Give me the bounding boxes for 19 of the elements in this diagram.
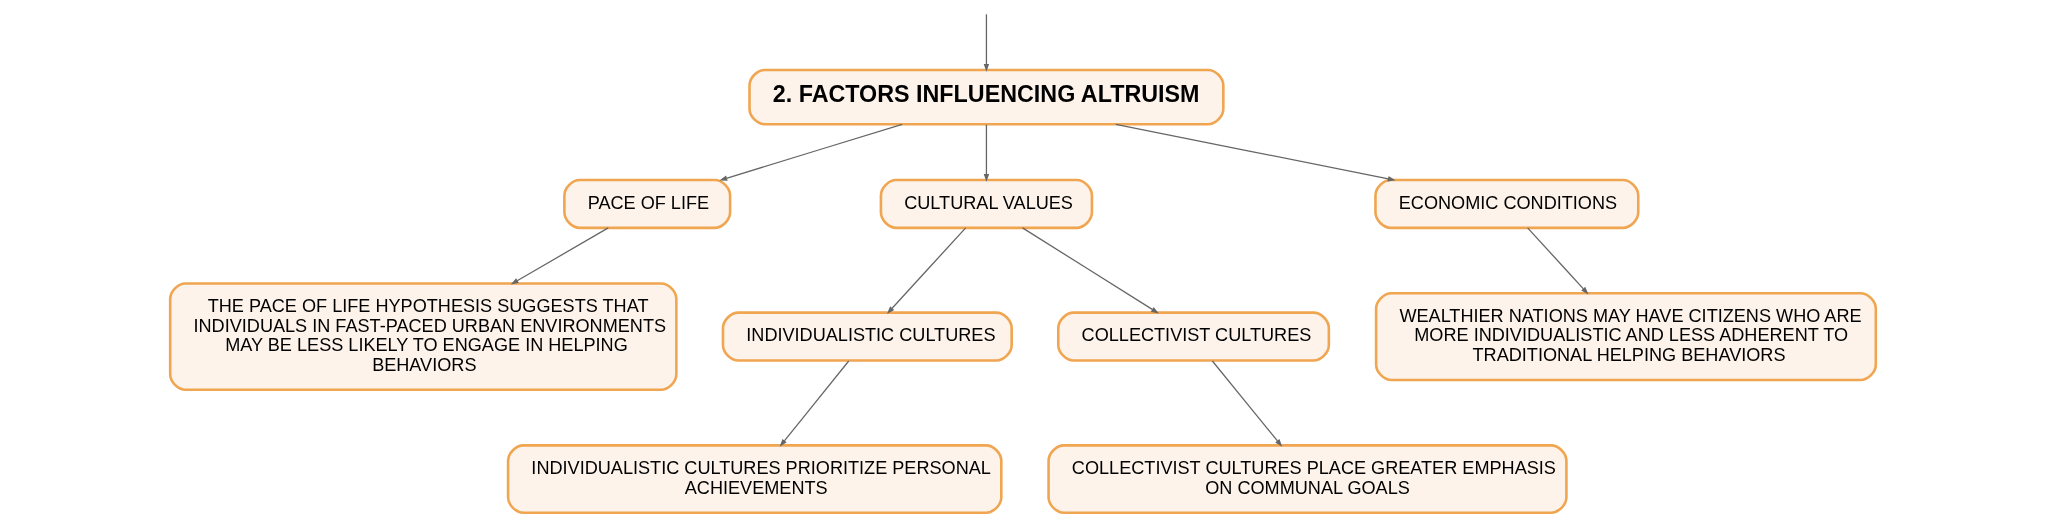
node-box: INDIVIDUALISTIC CULTURES PRIORITIZE PERSONAL ACHIEVEMENTS	[506, 444, 1003, 514]
arrow	[719, 123, 903, 181]
node-box: CULTURAL VALUES	[879, 178, 1094, 230]
arrow	[983, 13, 990, 72]
node-box: PACE OF LIFE	[563, 178, 732, 230]
arrow	[886, 227, 967, 314]
node-box: 2. FACTORS INFLUENCING ALTRUISM	[748, 68, 1225, 126]
arrow	[983, 124, 990, 182]
arrow	[779, 360, 850, 447]
node-box: WEALTHIER NATIONS MAY HAVE CITIZENS WHO ARE MORE INDIVIDUALISTIC AND LESS ADHERENT TO TRADITIONAL HELPING BEHAVIORS	[1374, 291, 1878, 382]
node-box: THE PACE OF LIFE HYPOTHESIS SUGGESTS THAT INDIVIDUALS IN FAST-PACED URBAN ENVIRONMENTS MAY BE LESS LIKELY TO ENGAGE IN HELPING BEHAVIORS	[168, 282, 678, 391]
node-box: INDIVIDUALISTIC CULTURES	[721, 311, 1013, 362]
node-box: COLLECTIVIST CULTURES	[1057, 311, 1331, 362]
node-box: COLLECTIVIST CULTURES PLACE GREATER EMPHASIS ON COMMUNAL GOALS	[1047, 444, 1568, 514]
arrow	[1526, 227, 1589, 295]
arrow	[1021, 227, 1159, 314]
arrow	[1115, 123, 1396, 182]
arrow	[510, 227, 609, 285]
arrow	[1211, 360, 1283, 447]
